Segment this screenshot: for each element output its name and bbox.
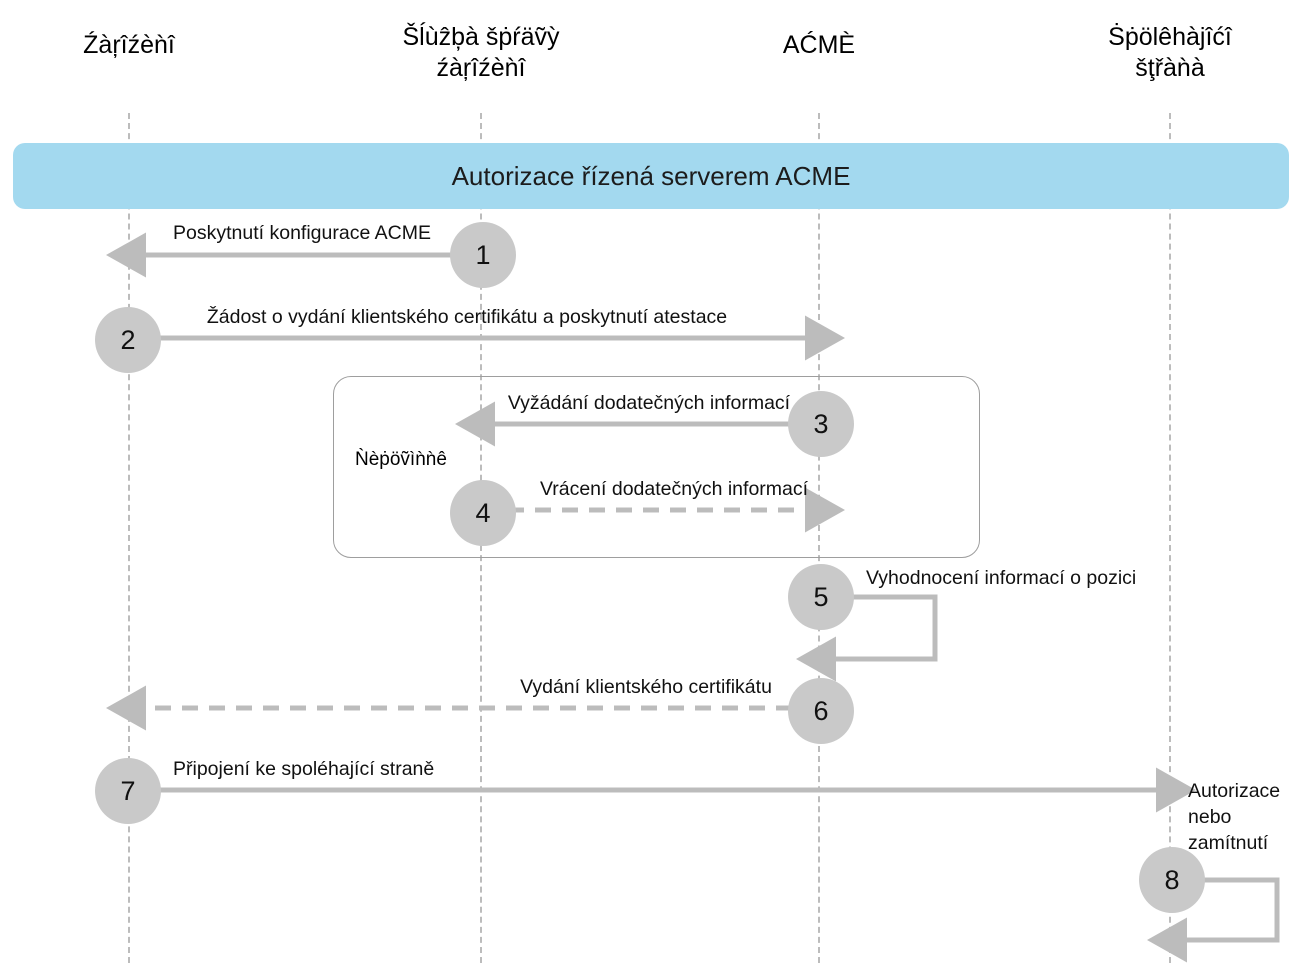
optional-fragment-label: Ǹèṗöṽìǹǹê — [355, 449, 447, 470]
step-marker-6: 6 — [788, 678, 854, 744]
step-marker-2: 2 — [95, 307, 161, 373]
optional-fragment-box — [333, 376, 980, 558]
step-marker-1: 1 — [450, 222, 516, 288]
lifeline-acme — [818, 113, 820, 963]
step-marker-4: 4 — [450, 480, 516, 546]
lifeline-header-acme: AĆMÈ — [782, 31, 856, 59]
message-label-step-1: Poskytnutí konfigurace ACME — [173, 222, 431, 244]
step-marker-5: 5 — [788, 564, 854, 630]
message-label-step-6: Vydání klientského certifikátu — [520, 676, 772, 698]
lifeline-relying-party — [1169, 113, 1171, 963]
lifeline-header-device-management-service: Šĺùẑb̦à šṗŕäṽỳ źàŗîźèǹî — [402, 23, 560, 82]
phase-banner: Autorizace řízená serverem ACME — [13, 143, 1289, 209]
lifeline-header-device: Źàŗîźèǹî — [83, 31, 175, 59]
relying-party-outcome-note: Autorizace nebo zamítnutí — [1188, 780, 1281, 854]
step-marker-3: 3 — [788, 391, 854, 457]
message-label-step-7: Připojení ke spoléhající straně — [173, 758, 435, 780]
message-label-step-2: Žádost o vydání klientského certifikátu … — [206, 306, 728, 328]
step-marker-8: 8 — [1139, 847, 1205, 913]
lifeline-header-relying-party: Ṡṗölêhàjîćî šţřàǹà — [1108, 23, 1232, 82]
step-marker-7: 7 — [95, 758, 161, 824]
message-label-step-3: Vyžádání dodatečných informací — [507, 392, 791, 414]
message-label-step-4: Vrácení dodatečných informací — [539, 478, 809, 500]
message-label-step-5: Vyhodnocení informací o pozici — [866, 567, 1137, 589]
lifeline-device — [128, 113, 130, 963]
